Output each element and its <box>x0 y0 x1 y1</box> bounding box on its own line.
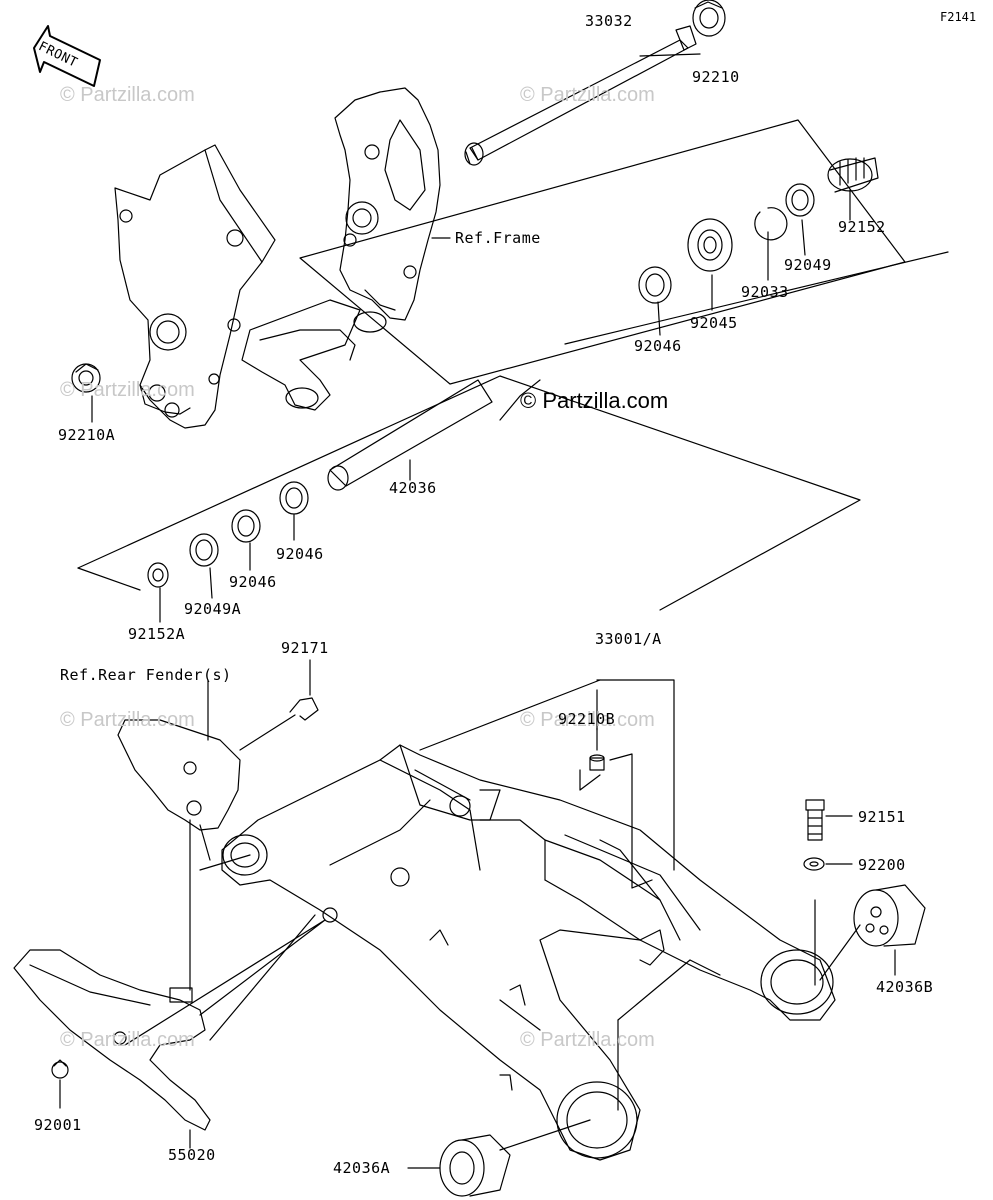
seal-92049A-icon <box>189 533 219 567</box>
part-92171[interactable]: 92171 <box>281 639 329 657</box>
part-92049[interactable]: 92049 <box>784 256 832 274</box>
part-92049A[interactable]: 92049A <box>184 600 242 618</box>
dust-seal-92152-icon <box>827 157 879 193</box>
part-42036[interactable]: 42036 <box>389 479 437 497</box>
nut-92210-icon <box>692 0 726 37</box>
part-92210[interactable]: 92210 <box>692 68 740 86</box>
ref-frame-label: Ref.Frame <box>455 229 541 247</box>
part-33001A[interactable]: 33001/A <box>595 630 662 648</box>
watermark-2: © Partzilla.com <box>520 84 655 106</box>
ref-fender-label: Ref.Rear Fender(s) <box>60 666 232 684</box>
part-92200[interactable]: 92200 <box>858 856 906 874</box>
front-arrow-icon <box>33 25 101 87</box>
watermark-7: © Partzilla.com <box>520 1029 655 1051</box>
part-92152[interactable]: 92152 <box>838 218 886 236</box>
needle-bearing-92046c-icon <box>231 509 261 543</box>
collar-42036A-icon <box>439 1134 511 1197</box>
needle-bearing-92046a-icon <box>638 266 672 304</box>
pivot-shaft <box>464 25 697 166</box>
dust-seal-92152A-icon <box>147 562 169 588</box>
washer-92200-icon <box>803 857 825 871</box>
seal-92049-icon <box>785 183 815 217</box>
part-92046-upper[interactable]: 92046 <box>634 337 682 355</box>
bolt-92001-icon <box>51 1059 69 1079</box>
frame-left-plate <box>114 144 356 429</box>
part-92210A[interactable]: 92210A <box>58 426 116 444</box>
swingarm <box>221 744 836 1161</box>
ball-bearing-92045-icon <box>687 218 733 272</box>
nut-92210A-icon <box>71 363 101 393</box>
bolt-92151-icon <box>805 799 825 841</box>
watermark-1: © Partzilla.com <box>60 84 195 106</box>
chain-guard <box>13 949 211 1131</box>
part-92152A[interactable]: 92152A <box>128 625 186 643</box>
nut-92210B-icon <box>589 754 605 771</box>
watermark-main: © Partzilla.com <box>520 388 669 413</box>
rear-fender <box>117 719 241 831</box>
part-33032[interactable]: 33032 <box>585 12 633 30</box>
part-92033[interactable]: 92033 <box>741 283 789 301</box>
part-42036B[interactable]: 42036B <box>876 978 934 996</box>
watermark-6: © Partzilla.com <box>60 1029 195 1051</box>
watermark-4: © Partzilla.com <box>60 709 195 731</box>
part-42036A[interactable]: 42036A <box>333 1159 391 1177</box>
part-92045[interactable]: 92045 <box>690 314 738 332</box>
collar-42036-icon <box>327 379 493 491</box>
needle-bearing-92046b-icon <box>279 481 309 515</box>
watermark-5: © Partzilla.com <box>520 709 655 731</box>
part-92210B[interactable]: 92210B <box>558 710 616 728</box>
part-55020[interactable]: 55020 <box>168 1146 216 1164</box>
frame-cross-tube <box>241 299 361 411</box>
part-92151[interactable]: 92151 <box>858 808 906 826</box>
collar-42036B-icon <box>853 884 926 947</box>
circlip-92033-icon <box>754 207 788 241</box>
clip-92171-icon <box>289 697 319 721</box>
figure-code: F2141 <box>940 10 977 24</box>
part-92046-mid[interactable]: 92046 <box>276 545 324 563</box>
watermark-3: © Partzilla.com <box>60 379 195 401</box>
part-92001[interactable]: 92001 <box>34 1116 82 1134</box>
frame-right-plate <box>334 87 441 333</box>
part-92046-lower[interactable]: 92046 <box>229 573 277 591</box>
